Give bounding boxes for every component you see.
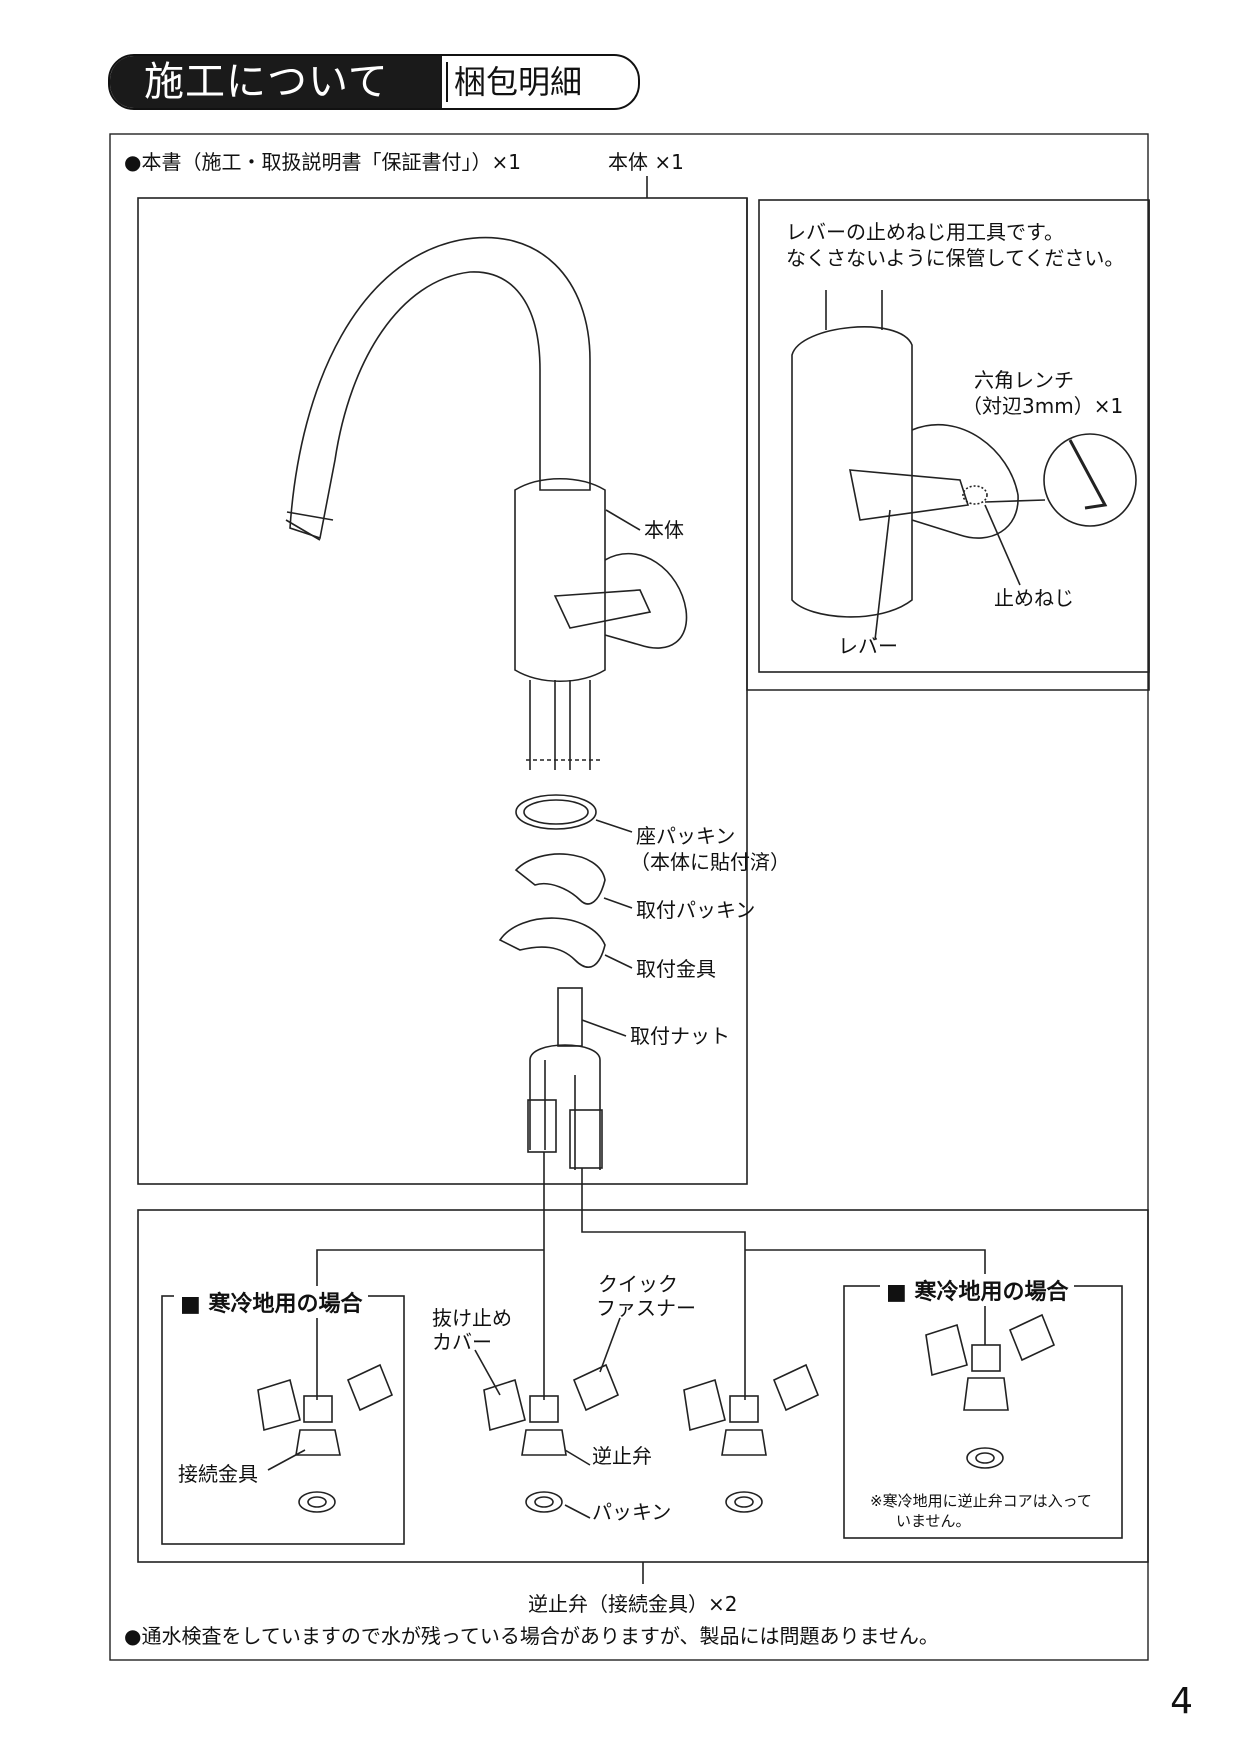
- leader-packing: [564, 1504, 591, 1519]
- section-header: 施工について 梱包明細: [108, 54, 640, 110]
- pullout-cover-label-line2: カバー: [432, 1330, 492, 1354]
- inset-note-line1: レバーの止めねじ用工具です。: [786, 220, 1064, 244]
- quick-fastener-label-line2: ファスナー: [596, 1296, 696, 1320]
- leader-seat-packing: [595, 819, 633, 833]
- check-valve-label: 逆止弁: [592, 1444, 652, 1468]
- header-subtitle: 梱包明細: [454, 63, 583, 101]
- cold-left-box: [161, 1295, 405, 1545]
- hoses-bottom: [529, 1044, 601, 1170]
- header-title: 施工について: [110, 56, 442, 108]
- packing-label: パッキン: [592, 1500, 672, 1524]
- leader-mount-bracket: [604, 954, 633, 969]
- hose-fitting-left: [527, 1099, 557, 1153]
- inset-body: [791, 326, 913, 618]
- valve-unit-far-right: [925, 1313, 1056, 1469]
- valve-unit-right: [683, 1363, 820, 1513]
- seat-packing-label-line2: （本体に貼付済）: [630, 850, 790, 874]
- pullout-cover-label-line1: 抜け止め: [432, 1306, 512, 1330]
- mount-nut: [557, 987, 583, 1047]
- mount-nut-label: 取付ナット: [630, 1024, 730, 1048]
- wrench-label-line2: （対辺3mm）×1: [962, 394, 1124, 418]
- leader-quick-fastener: [599, 1317, 621, 1373]
- seat-packing-outer: [515, 794, 597, 830]
- mount-packing-label: 取付パッキン: [636, 898, 756, 922]
- connector-label: 接続金具: [178, 1462, 258, 1486]
- pipe-leader-right: [581, 1168, 746, 1400]
- leader-check-valve: [564, 1449, 591, 1466]
- page-number: 4: [1170, 1681, 1193, 1722]
- leader-body: [605, 509, 641, 531]
- leader-set-screw: [984, 504, 1021, 586]
- inset-spout: [825, 290, 883, 330]
- body-box-step: [746, 198, 1150, 691]
- body-box: [137, 197, 748, 1185]
- pipe-leader-far-right: [745, 1249, 986, 1345]
- mount-packing: [514, 853, 606, 905]
- inset-set-screw: [962, 485, 988, 505]
- wrench-label-line1: 六角レンチ: [974, 368, 1074, 392]
- inset-lever: [849, 469, 970, 521]
- faucet-body: [514, 477, 606, 683]
- set-screw-label: 止めねじ: [994, 586, 1074, 610]
- valve-unit-left: [257, 1363, 394, 1513]
- body-count: 本体 ×1: [608, 150, 684, 174]
- leader-mount-packing: [603, 897, 633, 909]
- hose-fitting-right: [569, 1109, 603, 1169]
- inset-note-line2: なくさないように保管してください。: [786, 246, 1125, 270]
- faucet-lever: [553, 589, 652, 629]
- valve-count: 逆止弁（接続金具）×2: [528, 1592, 738, 1616]
- leader-lever: [874, 509, 891, 641]
- faucet-spout: [289, 236, 591, 540]
- wrench-circle: [1043, 433, 1137, 527]
- leader-mount-nut: [581, 1019, 627, 1037]
- spout-tip-line: [286, 511, 334, 521]
- cold-region-right-title: ■ 寒冷地用の場合: [880, 1274, 1075, 1306]
- outer-frame: [109, 133, 1149, 1661]
- quick-fastener-label-line1: クイック: [598, 1272, 678, 1296]
- mount-bracket-label: 取付金具: [636, 957, 716, 981]
- cold-note-line2: いません。: [896, 1512, 971, 1530]
- cold-note-line1: ※寒冷地用に逆止弁コアは入って: [870, 1492, 1092, 1510]
- wrench-shape: [1068, 439, 1108, 510]
- spout-tip-line2: [285, 519, 321, 541]
- leader-pullout-cover: [474, 1349, 501, 1396]
- faucet-handle: [604, 552, 688, 649]
- lever-label: レバー: [838, 634, 898, 658]
- wrench-leader: [984, 499, 1046, 503]
- bottom-note: ●通水検査をしていますので水が残っている場合がありますが、製品には問題ありません…: [124, 1624, 939, 1648]
- seat-packing-label-line1: 座パッキン: [636, 824, 736, 848]
- pipe-leader-left: [316, 1249, 544, 1400]
- hoses-top: [529, 680, 591, 770]
- cold-region-left-title: ■ 寒冷地用の場合: [174, 1286, 369, 1318]
- top-note: ●本書（施工・取扱説明書「保証書付」）×1: [124, 150, 521, 174]
- seat-packing-inner: [523, 799, 589, 825]
- header-divider: [446, 62, 448, 102]
- valve-unit-center: [483, 1363, 620, 1513]
- part-body-label: 本体: [644, 518, 684, 542]
- leader-connector: [267, 1449, 306, 1471]
- inset-handle: [911, 424, 1019, 539]
- mount-bracket: [498, 917, 606, 968]
